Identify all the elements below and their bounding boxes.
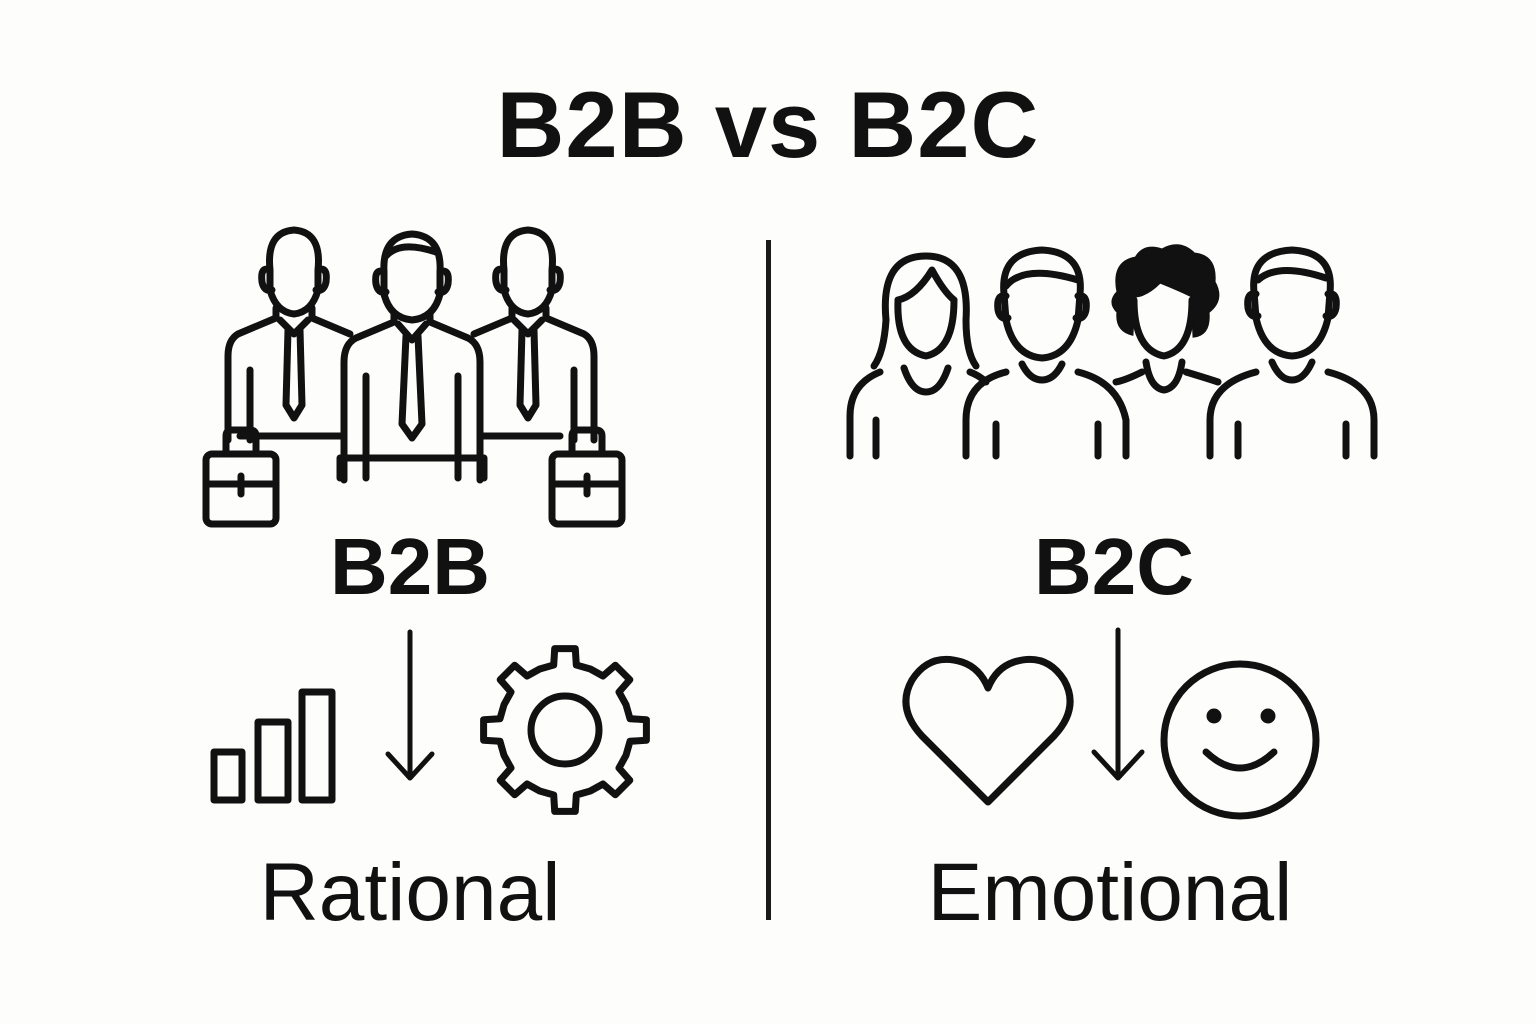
heart-icon (902, 655, 1074, 806)
emotional-label: Emotional (927, 847, 1293, 938)
man-icon (962, 246, 1130, 460)
gear-icon (480, 645, 650, 815)
businessman-right-icon (470, 226, 598, 444)
center-divider (766, 240, 771, 920)
page-title: B2B vs B2C (496, 72, 1040, 177)
briefcase-icon (548, 426, 626, 528)
businessmen-group-icon (224, 226, 598, 484)
rational-label: Rational (259, 847, 561, 938)
down-arrow-icon (385, 629, 435, 781)
bar-chart-icon (210, 688, 336, 804)
businessman-left-icon (224, 226, 354, 444)
woman-icon (846, 252, 990, 460)
smiley-icon (1160, 660, 1320, 820)
b2c-label: B2C (1033, 522, 1195, 611)
b2b-label: B2B (329, 522, 491, 611)
consumers-group-icon (846, 244, 1378, 460)
briefcase-icon (202, 426, 280, 528)
curly-hair-person-icon (1111, 244, 1222, 394)
businessman-center-icon (340, 230, 484, 484)
down-arrow-icon (1091, 627, 1145, 781)
man-icon (1206, 246, 1378, 460)
